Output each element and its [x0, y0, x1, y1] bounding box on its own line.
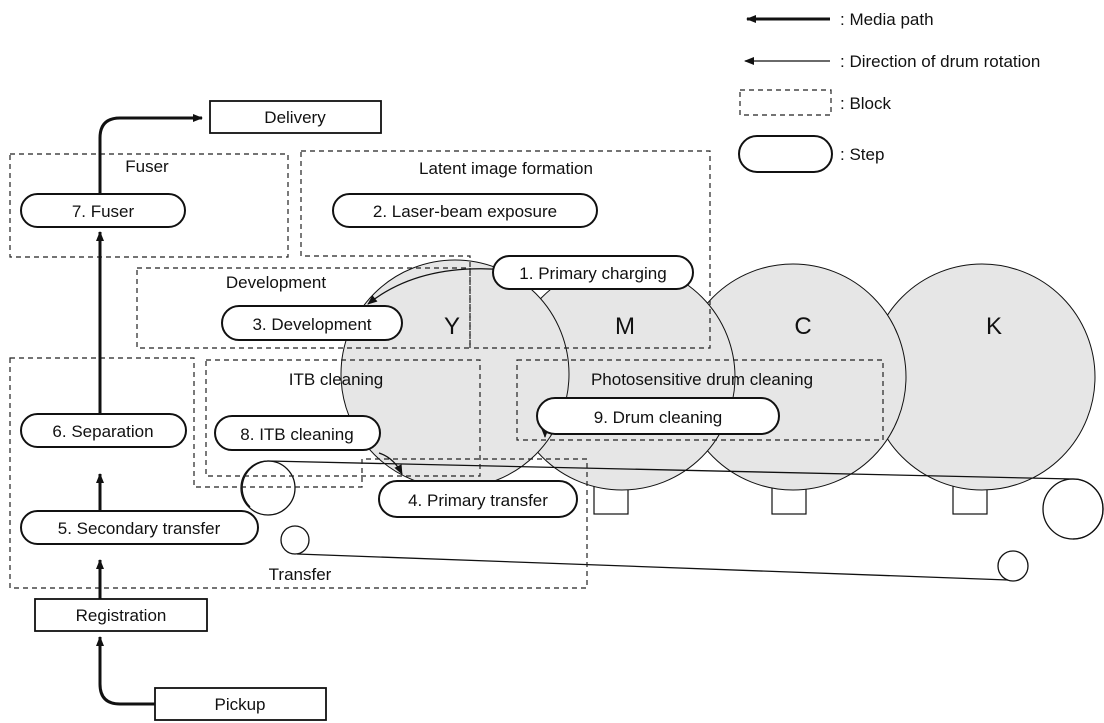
step-separation-label: 6. Separation [52, 422, 153, 441]
step-secondary-transfer-pill [20, 510, 259, 545]
step-secondary-transfer-label: 5. Secondary transfer [58, 519, 221, 538]
drum-cleaning-block-title: Photosensitive drum cleaning [591, 370, 813, 389]
step-separation-pill [20, 413, 187, 448]
pickup-box: Pickup [154, 687, 327, 721]
transfer-block [9, 357, 588, 589]
belt-secondary-roller [280, 525, 310, 555]
fuser-to-delivery-arrow [98, 114, 203, 194]
step-drum-cleaning: 9. Drum cleaning [536, 397, 780, 435]
belt-drive-roller [240, 460, 296, 516]
drum-k-mount [952, 485, 988, 515]
step-itb-cleaning: 8. ITB cleaning [214, 415, 381, 451]
itb-cleaning-block [205, 359, 481, 477]
step-primary-transfer-pill [378, 480, 578, 518]
latent-image-block-title: Latent image formation [419, 159, 593, 178]
fuser-block [9, 153, 289, 258]
pickup-box-label: Pickup [214, 695, 265, 714]
drum-cleaning-block [516, 359, 884, 441]
step-separation: 6. Separation [20, 413, 187, 448]
legend-step-label: : Step [840, 145, 884, 164]
step-primary-transfer: 4. Primary transfer [378, 480, 578, 518]
registration-box-rect [34, 598, 208, 632]
belt-top-edge [267, 460, 1074, 480]
drum-m-label: M [615, 313, 635, 340]
itb-cleaning-block-title: ITB cleaning [289, 370, 384, 389]
legend-drum-rotation-label: : Direction of drum rotation [840, 52, 1040, 71]
legend-media-path-label: : Media path [840, 10, 934, 29]
legend-block-label: : Block [840, 94, 892, 113]
delivery-box-label: Delivery [264, 108, 326, 127]
drum-k-label: K [986, 313, 1002, 340]
step-fuser-pill [20, 193, 186, 228]
registration-box-label: Registration [76, 606, 167, 625]
itb-cleaning-to-primary-transfer-arrow [378, 452, 403, 475]
delivery-box-rect [209, 100, 382, 134]
step-drum-cleaning-label: 9. Drum cleaning [594, 408, 723, 427]
step-primary-charging-label: 1. Primary charging [519, 264, 666, 283]
belt-tension-roller [997, 550, 1029, 582]
step-development: 3. Development [221, 305, 403, 341]
drum-m-mount [593, 485, 629, 515]
legend: : Media path : Direction of drum rotatio… [738, 10, 1040, 173]
pickup-box-rect [154, 687, 327, 721]
step-fuser-label: 7. Fuser [72, 202, 135, 221]
development-block-title: Development [226, 273, 326, 292]
step-itb-cleaning-label: 8. ITB cleaning [240, 425, 353, 444]
legend-block-symbol [739, 89, 832, 116]
step-laser-exposure-label: 2. Laser-beam exposure [373, 202, 557, 221]
step-laser-exposure-pill [332, 193, 598, 228]
drum-c-label: C [794, 313, 811, 340]
step-development-label: 3. Development [252, 315, 371, 334]
fuser-block-title: Fuser [125, 157, 169, 176]
belt-left-wrap [241, 460, 269, 508]
step-secondary-transfer: 5. Secondary transfer [20, 510, 259, 545]
step-fuser: 7. Fuser [20, 193, 186, 228]
legend-step-symbol [738, 135, 833, 173]
step-primary-charging-pill [492, 255, 694, 290]
delivery-box: Delivery [209, 100, 382, 134]
latent-image-block [300, 150, 711, 349]
pickup-to-registration-arrow [96, 636, 155, 706]
step-development-pill [221, 305, 403, 341]
belt-right-roller [1042, 478, 1104, 540]
drum-y-label: Y [444, 313, 460, 340]
step-itb-cleaning-pill [214, 415, 381, 451]
registration-box: Registration [34, 598, 208, 632]
belt-right-wrap [1072, 478, 1104, 540]
transfer-belt [240, 460, 1104, 582]
step-primary-transfer-label: 4. Primary transfer [408, 491, 548, 510]
charging-to-development-arrow [367, 268, 509, 305]
step-laser-exposure: 2. Laser-beam exposure [332, 193, 598, 228]
transfer-block-title: Transfer [269, 565, 332, 584]
belt-bottom-edge [296, 553, 1009, 581]
step-primary-charging: 1. Primary charging [492, 255, 694, 290]
step-drum-cleaning-pill [536, 397, 780, 435]
